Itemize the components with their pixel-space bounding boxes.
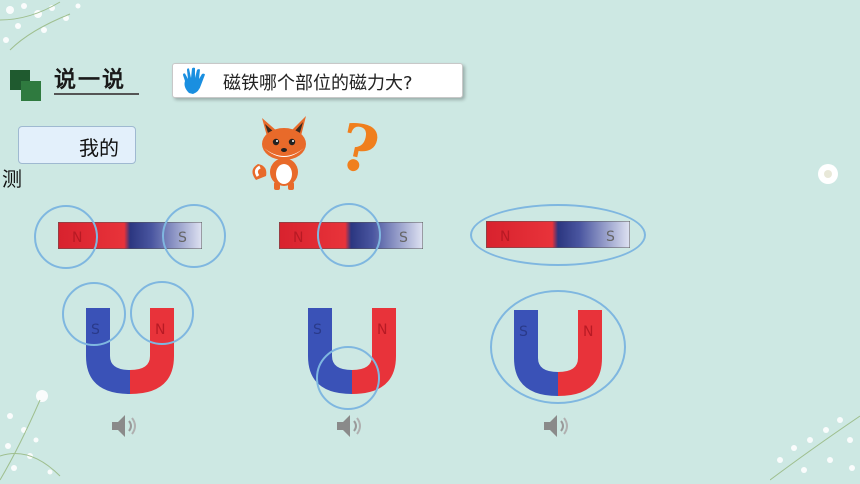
highlight-ring-u1-north xyxy=(130,281,194,345)
guess-label: 我的 xyxy=(79,136,119,160)
highlight-ring-bar3-whole xyxy=(470,204,646,266)
flower-decoration-top-left xyxy=(0,1,81,51)
highlight-ring-u3-whole xyxy=(490,290,626,404)
speaker-icon-1[interactable] xyxy=(109,411,141,441)
bar-magnet-2-north-label: N xyxy=(293,230,303,246)
section-title-group: 说一说 xyxy=(8,62,139,104)
section-title: 说一说 xyxy=(54,68,127,93)
title-underline xyxy=(54,93,139,95)
speaker-icon-3[interactable] xyxy=(541,411,573,441)
highlight-ring-bar2-middle xyxy=(317,203,381,267)
guess-box: 我的 xyxy=(18,126,136,164)
highlight-ring-u1-south xyxy=(62,282,126,346)
question-box: 磁铁哪个部位的磁力大? xyxy=(172,63,463,98)
fox-icon xyxy=(252,116,306,190)
flower-decoration-bottom-left xyxy=(0,390,61,481)
flower-decoration-right xyxy=(818,164,838,184)
question-mark-icon: ? xyxy=(332,108,385,191)
u-magnet-2-north-label: N xyxy=(377,322,387,338)
title-square-light xyxy=(21,81,41,101)
highlight-ring-bar1-south xyxy=(162,204,226,268)
flower-decoration-bottom-right xyxy=(770,415,860,481)
guess-label-overflow: 测 xyxy=(2,167,22,191)
bar-magnet-2-south-label: S xyxy=(399,230,408,246)
question-text: 磁铁哪个部位的磁力大? xyxy=(223,73,413,94)
highlight-ring-bar1-north xyxy=(34,205,98,269)
u-magnet-2-south-label: S xyxy=(313,322,322,338)
speaker-icon-2[interactable] xyxy=(334,411,366,441)
highlight-ring-u2-bottom xyxy=(316,346,380,410)
hand-icon xyxy=(183,67,205,94)
